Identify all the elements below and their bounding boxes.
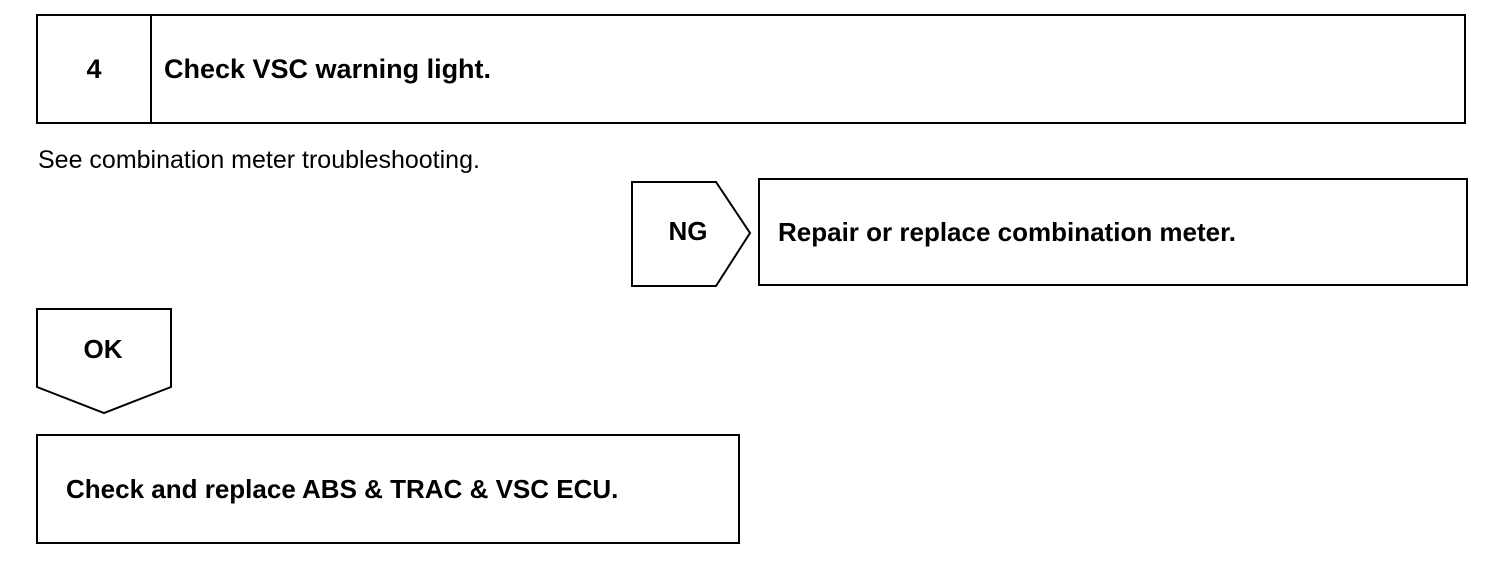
step-title: Check VSC warning light.	[164, 53, 492, 84]
ng-result-text: Repair or replace combination meter.	[778, 216, 1237, 247]
ok-arrow-box	[36, 308, 172, 415]
step-number: 4	[38, 16, 152, 122]
final-action-text: Check and replace ABS & TRAC & VSC ECU.	[66, 473, 619, 504]
step-header-box: 4 Check VSC warning light.	[36, 14, 1466, 124]
ng-result-box: Repair or replace combination meter.	[758, 178, 1468, 286]
step-note: See combination meter troubleshooting.	[38, 146, 480, 174]
ng-label: NG	[668, 216, 708, 246]
ng-arrow-box	[631, 181, 752, 287]
final-action-box: Check and replace ABS & TRAC & VSC ECU.	[36, 434, 740, 544]
ok-label: OK	[83, 334, 123, 364]
